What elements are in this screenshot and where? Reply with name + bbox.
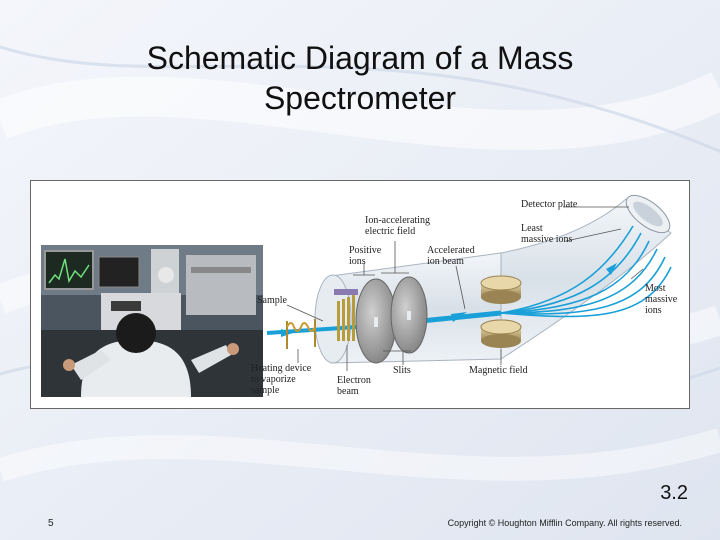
- magnet-bottom: [481, 320, 521, 348]
- slide-title-line1: Schematic Diagram of a Mass: [60, 38, 660, 78]
- label-slits: Slits: [393, 365, 411, 376]
- slide-title-line2: Spectrometer: [60, 78, 660, 118]
- slide-title: Schematic Diagram of a Mass Spectrometer: [60, 38, 660, 118]
- magnet-top: [481, 276, 521, 304]
- slide-number: 3.2: [660, 482, 688, 505]
- page-number: 5: [48, 518, 54, 529]
- label-heating-device: Heating device to vaporize sample: [251, 363, 311, 396]
- copyright-notice: Copyright © Houghton Mifflin Company. Al…: [448, 518, 682, 528]
- label-ion-accelerating-field: Ion-accelerating electric field: [365, 215, 430, 237]
- label-most-massive-ions: Most massive ions: [645, 283, 677, 316]
- heating-coil: [287, 319, 315, 349]
- mass-spectrometer-figure: Detector plate Ion-accelerating electric…: [30, 180, 690, 409]
- tube-end-cap: [315, 275, 351, 363]
- label-least-massive-ions: Least massive ions: [521, 223, 572, 245]
- label-sample: Sample: [257, 295, 287, 306]
- label-magnetic-field: Magnetic field: [469, 365, 528, 376]
- label-electron-beam: Electron beam: [337, 375, 371, 397]
- label-positive-ions: Positive ions: [349, 245, 381, 267]
- label-accelerated-ion-beam: Accelerated ion beam: [427, 245, 475, 267]
- label-detector-plate: Detector plate: [521, 199, 577, 210]
